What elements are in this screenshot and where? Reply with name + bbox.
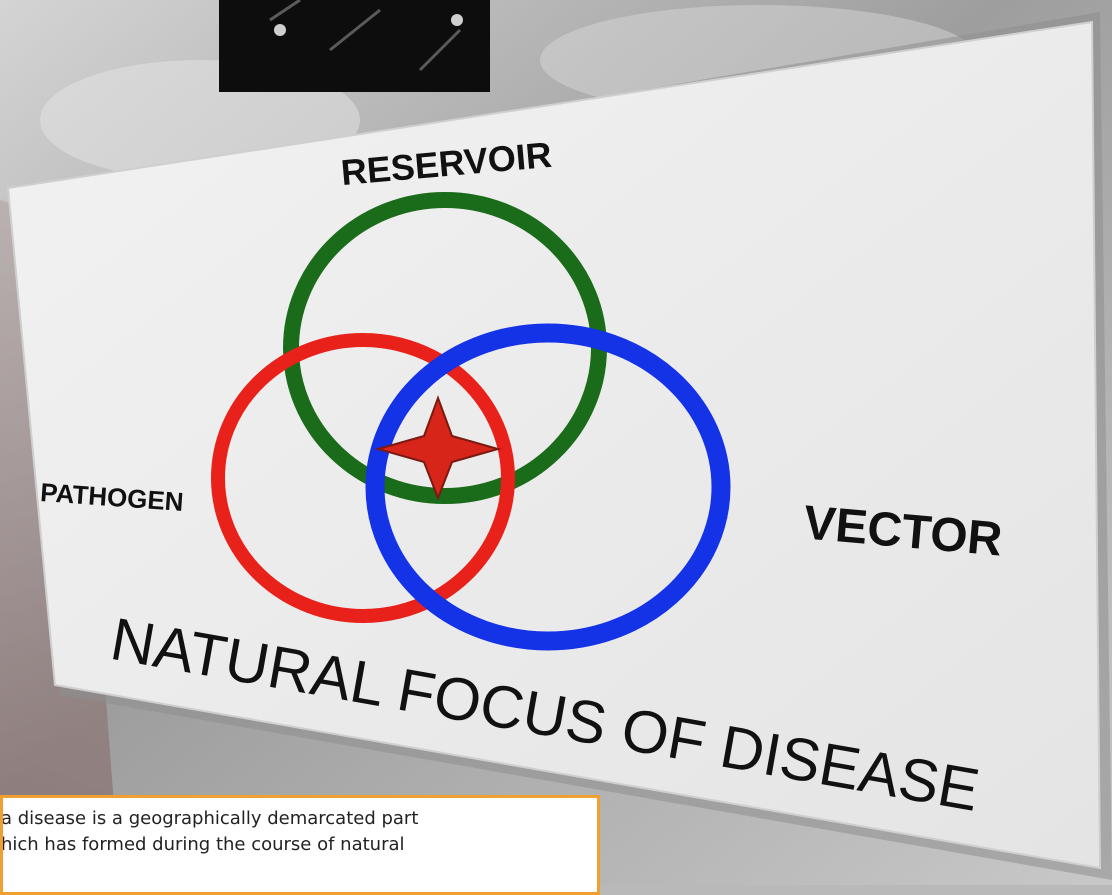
caption-line-1: a disease is a geographically demarcated… [1, 806, 587, 832]
caption-box: a disease is a geographically demarcated… [0, 795, 600, 895]
dark-photo [219, 0, 490, 92]
caption-line-2: hich has formed during the course of nat… [1, 832, 587, 858]
